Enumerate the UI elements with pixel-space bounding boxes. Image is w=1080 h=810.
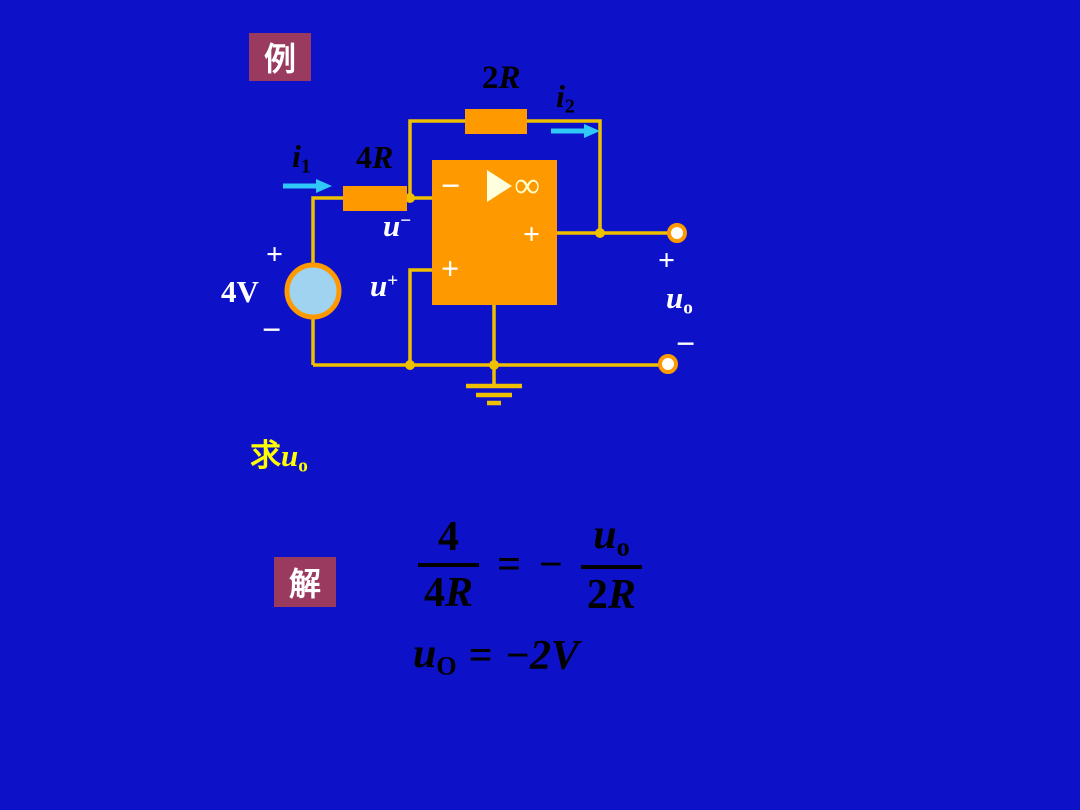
question-prefix: 求 — [250, 438, 281, 473]
junction-dot — [489, 360, 499, 370]
source-minus-sign: − — [262, 312, 282, 349]
opamp-inverting-sign: − — [441, 168, 461, 205]
minus-sign: − — [538, 542, 563, 589]
fraction-left: 4 4R — [418, 514, 480, 614]
eq2-lhs: uO — [413, 630, 457, 681]
solution-label: 解 — [288, 566, 321, 602]
inverting-voltage-sup: − — [400, 210, 412, 232]
noninverting-voltage-symbol: u — [370, 268, 388, 303]
fraction-left-denominator: 4R — [418, 572, 479, 614]
equation-1: 4 4R = − uo 2R — [418, 514, 642, 616]
opamp-noninverting-sign: + — [441, 250, 460, 286]
wire-segment — [408, 268, 432, 365]
output-plus-sign: + — [658, 244, 676, 277]
input-resistor-label: 4R — [356, 141, 393, 173]
equation-2: uO = −2V — [413, 630, 579, 681]
current-i2-symbol: i — [556, 78, 565, 114]
junction-dots — [405, 193, 605, 370]
inverting-voltage-symbol: u — [383, 208, 401, 243]
fraction-bar — [580, 565, 642, 570]
resistor-2R — [465, 109, 527, 134]
noninverting-voltage-label: u+ — [370, 270, 398, 301]
input-resistor-var: R — [372, 139, 394, 175]
eq2-value: −2V — [504, 632, 580, 679]
opamp-output-sign: + — [523, 218, 541, 251]
output-voltage-label: uo — [666, 282, 693, 318]
current-i2-sub: 2 — [564, 95, 575, 118]
den1-var: R — [445, 570, 474, 617]
example-label: 例 — [263, 41, 296, 77]
input-resistor-coef: 4 — [356, 139, 372, 175]
fraction-right-denominator: 2R — [581, 574, 642, 616]
question-text: 求uo — [250, 440, 308, 476]
resistor-4R — [343, 186, 407, 211]
num2-sub: o — [616, 532, 630, 562]
voltage-source — [284, 262, 342, 320]
current-i1-label: i1 — [292, 140, 311, 177]
fraction-right-numerator: uo — [587, 514, 635, 560]
feedback-resistor-var: R — [498, 60, 521, 96]
eq2-symbol: u — [413, 631, 437, 677]
fraction-left-numerator: 4 — [438, 514, 459, 561]
junction-dot — [405, 360, 415, 370]
current-i1-symbol: i — [292, 138, 301, 174]
opamp-triangle-icon — [487, 170, 512, 202]
eq2-sub: O — [436, 651, 457, 681]
den1-coef: 4 — [424, 570, 445, 617]
example-box: 例 — [249, 33, 311, 81]
feedback-resistor-coef: 2 — [482, 60, 499, 96]
current-arrow-i1 — [283, 179, 332, 193]
source-value-label: 4V — [221, 274, 259, 309]
fraction-right: uo 2R — [580, 514, 642, 616]
arrow-head — [584, 124, 600, 138]
arrow-head — [316, 179, 332, 193]
eq2-equals-sign: = — [468, 632, 493, 679]
current-arrow-i2 — [551, 124, 600, 138]
source-plus-sign: + — [266, 238, 284, 271]
output-terminal-positive — [667, 223, 687, 243]
question-sub: o — [298, 455, 308, 477]
junction-dot — [405, 193, 415, 203]
current-i2-label: i2 — [556, 80, 575, 117]
fraction-bar — [418, 563, 480, 568]
junction-dot — [595, 228, 605, 238]
output-minus-sign: − — [676, 326, 696, 363]
den2-coef: 2 — [586, 572, 608, 619]
question-symbol: u — [281, 438, 299, 473]
equals-sign: = — [497, 542, 521, 589]
feedback-resistor-label: 2R — [482, 62, 521, 95]
opamp-gain-label: ∞ — [514, 165, 540, 205]
solution-box: 解 — [274, 557, 336, 607]
output-terminal-negative — [658, 354, 678, 374]
ground-icon — [466, 383, 522, 406]
den2-var: R — [607, 572, 636, 619]
num2-symbol: u — [593, 512, 617, 558]
output-voltage-symbol: u — [666, 280, 684, 315]
noninverting-voltage-sup: + — [387, 270, 399, 292]
output-voltage-sub: o — [683, 297, 693, 319]
inverting-voltage-label: u− — [383, 210, 411, 241]
current-i1-sub: 1 — [300, 155, 311, 178]
